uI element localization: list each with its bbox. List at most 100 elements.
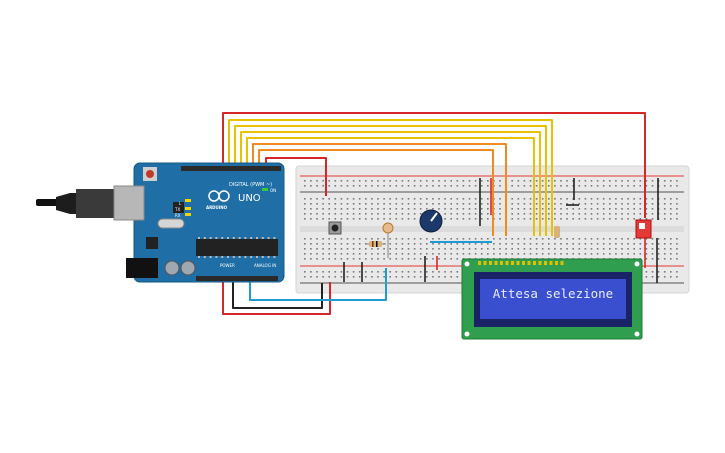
hole (328, 271, 330, 273)
hole (499, 180, 501, 182)
hole (657, 253, 660, 255)
hole (499, 208, 501, 210)
hole (346, 203, 349, 205)
hole (663, 276, 666, 278)
hole (419, 253, 422, 255)
hole (365, 208, 367, 210)
hole (511, 180, 513, 182)
hole (444, 248, 446, 250)
hole (316, 238, 318, 240)
hole (346, 218, 349, 220)
hole (395, 238, 398, 240)
hole (541, 218, 544, 220)
arduino-uno: L TX RX ON DIGITAL (PWM ~) ARDUINO UNO P… (36, 162, 285, 283)
hole (444, 185, 446, 187)
hole (413, 276, 416, 278)
hole (523, 185, 526, 187)
hole (670, 271, 672, 273)
hole (663, 218, 666, 220)
hole (250, 237, 253, 239)
hole (578, 248, 581, 250)
hole (358, 180, 361, 182)
hole (444, 258, 446, 260)
hole (538, 261, 542, 265)
hole (334, 213, 337, 215)
hole (346, 271, 349, 273)
wire-orange-1 (252, 143, 507, 236)
hole (322, 243, 324, 245)
hole (358, 208, 361, 210)
hole (438, 238, 440, 240)
lcd-pins (478, 261, 564, 265)
hole (352, 243, 355, 245)
hole (328, 180, 330, 182)
hole (310, 248, 312, 250)
hole (511, 185, 513, 187)
hole (322, 218, 324, 220)
hole (474, 198, 477, 200)
hole (334, 180, 337, 182)
hole (419, 238, 422, 240)
hole (499, 243, 501, 245)
hole (334, 276, 337, 278)
hole (401, 180, 404, 182)
hole (535, 253, 538, 255)
hole (310, 180, 312, 182)
photoresistor (382, 222, 394, 258)
hole (615, 213, 617, 215)
hole (346, 180, 349, 182)
hole (365, 271, 367, 273)
hole (489, 261, 492, 265)
lcd-mount-hole-2 (634, 261, 640, 267)
hole (456, 258, 459, 260)
hole (602, 253, 605, 255)
hole (474, 238, 477, 240)
hole (198, 256, 200, 258)
hole (651, 208, 654, 210)
hole (383, 180, 385, 182)
hole (462, 243, 465, 245)
hole (505, 261, 509, 265)
hole (352, 213, 355, 215)
hole (639, 185, 642, 187)
hole (651, 258, 654, 260)
hole (444, 208, 446, 210)
hole (566, 248, 568, 250)
hole (444, 276, 446, 278)
hole (389, 180, 391, 182)
hole (352, 208, 355, 210)
hole (535, 218, 538, 220)
led-l-label: L (179, 201, 182, 206)
hole (541, 198, 544, 200)
hole (267, 237, 270, 239)
hole (523, 198, 526, 200)
hole (663, 213, 666, 215)
hole (383, 253, 385, 255)
hole (651, 248, 654, 250)
hole (578, 198, 581, 200)
hole (627, 243, 629, 245)
hole (615, 253, 617, 255)
hole (395, 258, 398, 260)
hole (413, 248, 416, 250)
crystal (157, 218, 185, 229)
hole (310, 238, 312, 240)
hole (340, 218, 343, 220)
hole (328, 276, 330, 278)
hole (645, 208, 648, 210)
hole (523, 203, 526, 205)
hole (389, 253, 391, 255)
hole (232, 256, 235, 258)
hole (663, 180, 666, 182)
hole (395, 243, 398, 245)
hole (627, 203, 629, 205)
hole (505, 243, 507, 245)
hole (261, 256, 264, 258)
hole (621, 238, 623, 240)
hole (517, 243, 520, 245)
hole (432, 243, 434, 245)
hole (462, 218, 465, 220)
hole (358, 253, 361, 255)
hole (377, 218, 379, 220)
hole (450, 203, 452, 205)
